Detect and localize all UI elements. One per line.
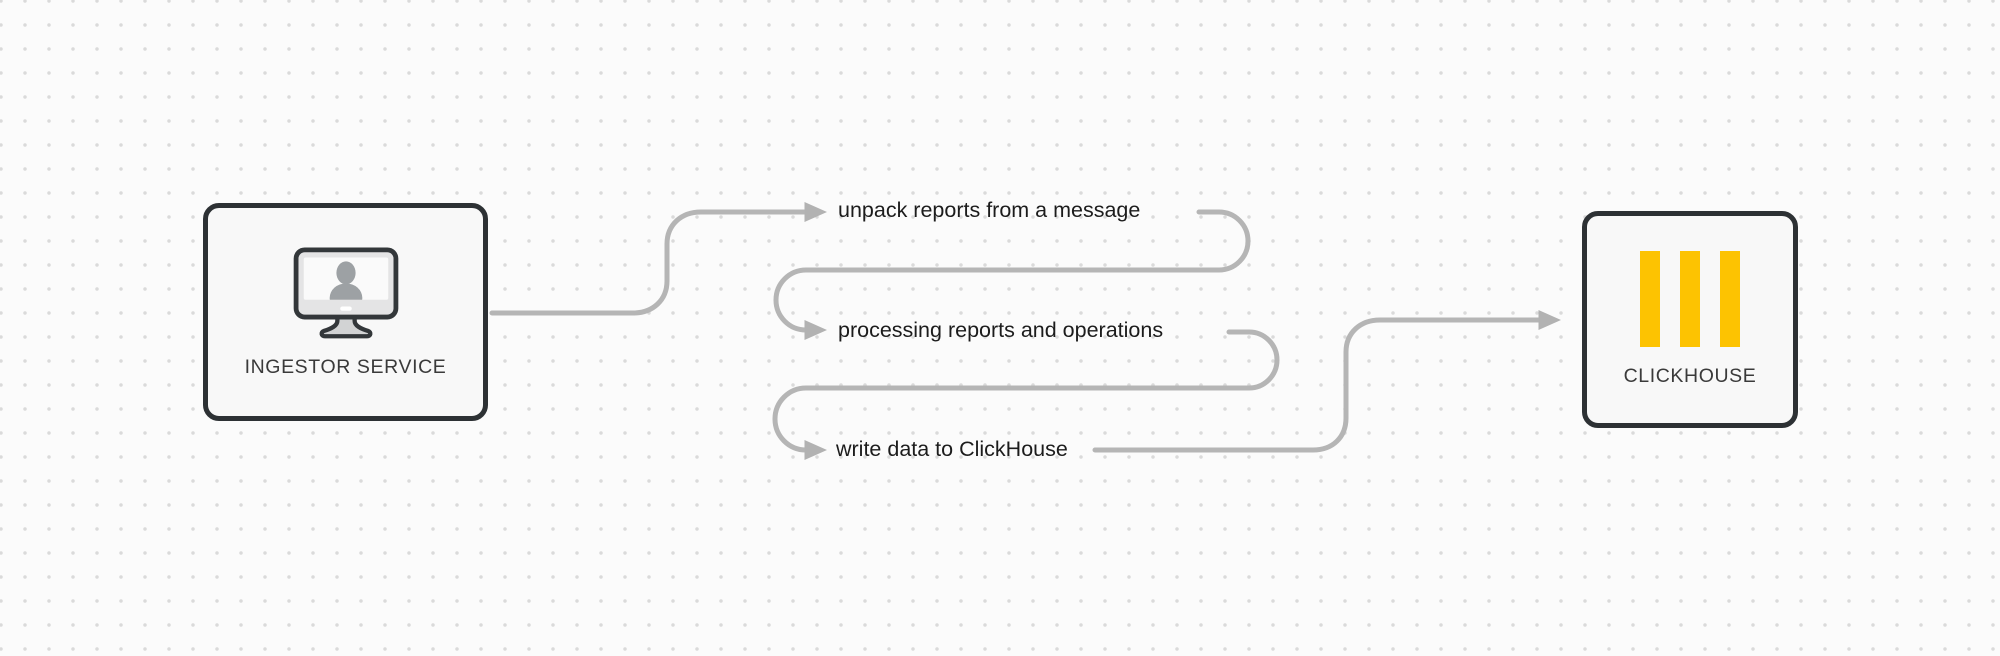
step-label-write: write data to ClickHouse [836, 437, 1068, 461]
node-label-ingestor: INGESTOR SERVICE [244, 355, 447, 378]
step-label-processing: processing reports and operations [838, 318, 1164, 342]
monitor-user-icon [293, 246, 398, 338]
node-clickhouse[interactable]: CLICKHOUSE [1582, 211, 1798, 428]
clickhouse-logo-icon [1640, 251, 1740, 347]
connector-step3-to-clickhouse [1092, 310, 1561, 453]
connector-step1-to-step2 [773, 209, 1251, 340]
connector-ingestor-to-step1 [489, 202, 827, 316]
step-label-unpack: unpack reports from a message [838, 198, 1141, 222]
node-label-clickhouse: CLICKHOUSE [1623, 365, 1757, 387]
node-ingestor-service[interactable]: INGESTOR SERVICE [203, 203, 488, 421]
connector-step2-to-step3 [772, 329, 1280, 460]
